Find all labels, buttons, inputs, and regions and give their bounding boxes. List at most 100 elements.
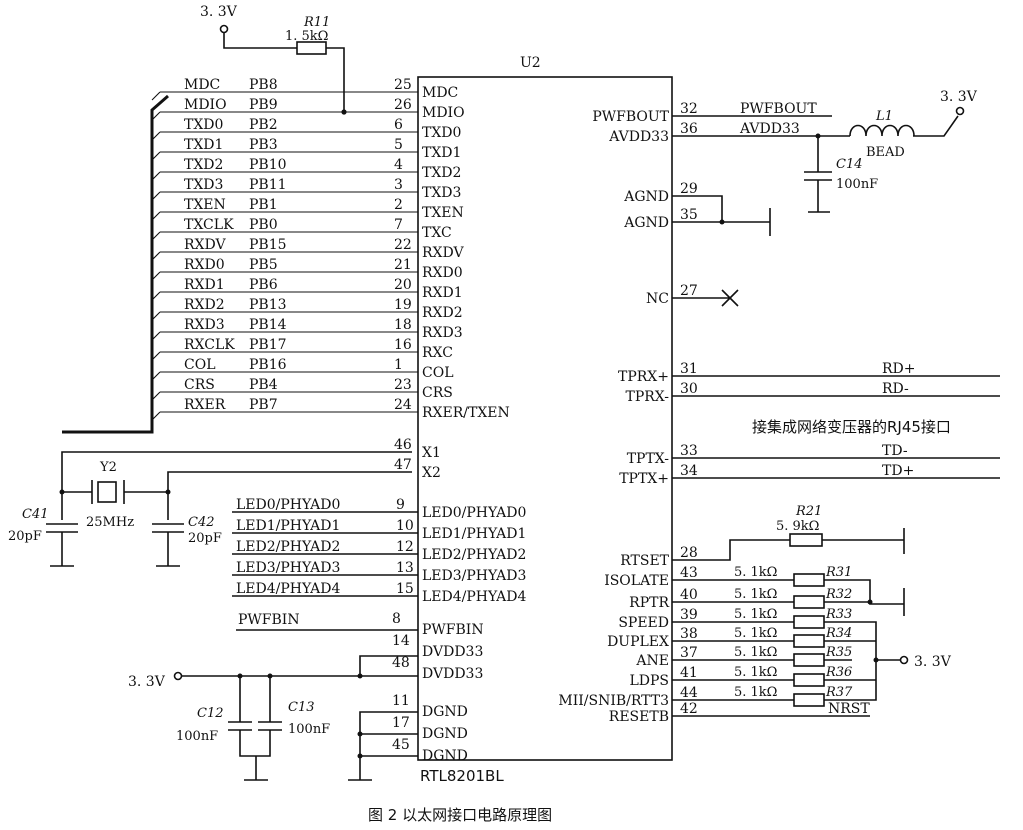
mii-net-label: TXD3 xyxy=(184,177,223,193)
led-net-label: LED4/PHYAD4 xyxy=(236,581,340,597)
pin-name: TPTX- xyxy=(627,451,670,467)
junction-c42 xyxy=(165,489,171,495)
mii-port-label: PB5 xyxy=(249,257,278,273)
ic-part: RTL8201BL xyxy=(420,767,504,785)
strap-value: 5. 1kΩ xyxy=(734,607,777,622)
pin-name: ISOLATE xyxy=(604,573,669,589)
mii-net-label: COL xyxy=(184,357,216,373)
c14-value: 100nF xyxy=(836,177,878,192)
pin-number: 19 xyxy=(394,297,412,313)
r21-resistor xyxy=(789,533,823,547)
pin-name: MDIO xyxy=(422,105,465,121)
mii-net-label: RXD3 xyxy=(184,317,225,333)
net-label: RD+ xyxy=(882,361,916,377)
net-label: RD- xyxy=(882,381,909,397)
r11-value: 1. 5kΩ xyxy=(285,29,328,44)
pin-name: CRS xyxy=(422,385,453,401)
mii-bus-entry xyxy=(151,371,161,381)
strap-ref: R34 xyxy=(825,626,852,641)
mii-net-label: RXCLK xyxy=(184,337,235,353)
pwfbin-net-label: PWFBIN xyxy=(238,612,300,628)
mii-net-label: TXD0 xyxy=(184,117,223,133)
pin-name: AVDD33 xyxy=(608,129,669,145)
pin-name: RXD2 xyxy=(422,305,463,321)
led-net-label: LED0/PHYAD0 xyxy=(236,497,340,513)
strap-resistor xyxy=(793,573,825,587)
c13-value: 100nF xyxy=(288,722,330,737)
mii-net-label: RXD1 xyxy=(184,277,225,293)
strap-resistor xyxy=(793,693,825,707)
pin-name: RXER/TXEN xyxy=(422,405,510,421)
pin-number: 33 xyxy=(680,443,698,459)
pin-name: RESETB xyxy=(609,709,669,725)
mii-bus-entry xyxy=(151,211,161,221)
mii-net-label: TXD1 xyxy=(184,137,223,153)
pin-number: 16 xyxy=(394,337,412,353)
pin-name: AGND xyxy=(623,189,669,205)
junction-dvdd xyxy=(357,673,363,679)
supply-terminal-straps xyxy=(899,655,909,665)
net-label: TD+ xyxy=(882,463,914,479)
junction-c13 xyxy=(267,673,273,679)
pin-name: MDC xyxy=(422,85,458,101)
pin-name: TXEN xyxy=(422,205,464,221)
mii-bus-entry xyxy=(151,151,161,161)
strap-value: 5. 1kΩ xyxy=(734,645,777,660)
pin-name: RTSET xyxy=(620,553,669,569)
r21-value: 5. 9kΩ xyxy=(776,519,819,534)
pin-number: 8 xyxy=(392,611,401,627)
strap-value: 5. 1kΩ xyxy=(734,685,777,700)
pin-number: 14 xyxy=(392,633,410,649)
pin-name: AGND xyxy=(623,215,669,231)
strap-value: 5. 1kΩ xyxy=(734,626,777,641)
pin-number: 22 xyxy=(394,237,412,253)
mii-bus-entry xyxy=(151,171,161,181)
strap-bus xyxy=(852,579,905,701)
y2-value: 25MHz xyxy=(86,515,134,530)
mii-port-label: PB15 xyxy=(249,237,287,253)
junction-dgnd1 xyxy=(357,731,363,737)
pin-name: COL xyxy=(422,365,454,381)
pin-number: 2 xyxy=(394,197,403,213)
pin-number: 18 xyxy=(394,317,412,333)
dvdd-wires xyxy=(182,655,418,781)
pin-number: 4 xyxy=(394,157,403,173)
mii-port-label: PB4 xyxy=(249,377,278,393)
pin-number: 25 xyxy=(394,77,412,93)
supply-label-straps: 3. 3V xyxy=(914,654,952,670)
mii-bus-entry xyxy=(151,311,161,321)
pin-number: 20 xyxy=(394,277,412,293)
mii-net-label: TXCLK xyxy=(184,217,234,233)
pin-number: 36 xyxy=(680,121,698,137)
strap-ref: R36 xyxy=(825,665,852,680)
pin-number: 30 xyxy=(680,381,698,397)
led-net-label: LED2/PHYAD2 xyxy=(236,539,340,555)
pin-name: ANE xyxy=(635,653,669,669)
mii-bus-entry xyxy=(151,411,161,421)
mii-port-label: PB14 xyxy=(249,317,287,333)
pin-number: 7 xyxy=(394,217,403,233)
pin-name: TPRX- xyxy=(626,389,670,405)
mii-bus-entry xyxy=(151,391,161,401)
r11-ref: R11 xyxy=(303,15,330,30)
pin-number: 34 xyxy=(680,463,698,479)
pin-number: 15 xyxy=(396,581,414,597)
pin-number: 48 xyxy=(392,655,410,671)
pin-number: 38 xyxy=(680,626,698,642)
pin-name: X1 xyxy=(422,445,441,461)
pin-name: MII/SNIB/RTT3 xyxy=(558,693,669,709)
pin-number: 39 xyxy=(680,607,698,623)
pin-number: 12 xyxy=(396,539,414,555)
junction-agnd xyxy=(719,219,725,225)
strap-resistor xyxy=(793,653,825,667)
pin-number: 13 xyxy=(396,560,414,576)
mii-port-label: PB9 xyxy=(249,97,278,113)
junction-c12 xyxy=(237,673,243,679)
pin-number: 9 xyxy=(396,497,405,513)
strap-resistor xyxy=(793,673,825,687)
pin-number: 41 xyxy=(680,665,698,681)
pin-name: TXD1 xyxy=(422,145,461,161)
rj45-note: 接集成网络变压器的RJ45接口 xyxy=(752,418,951,436)
strap-ref: R32 xyxy=(825,587,852,602)
pin-name: DVDD33 xyxy=(422,666,483,682)
